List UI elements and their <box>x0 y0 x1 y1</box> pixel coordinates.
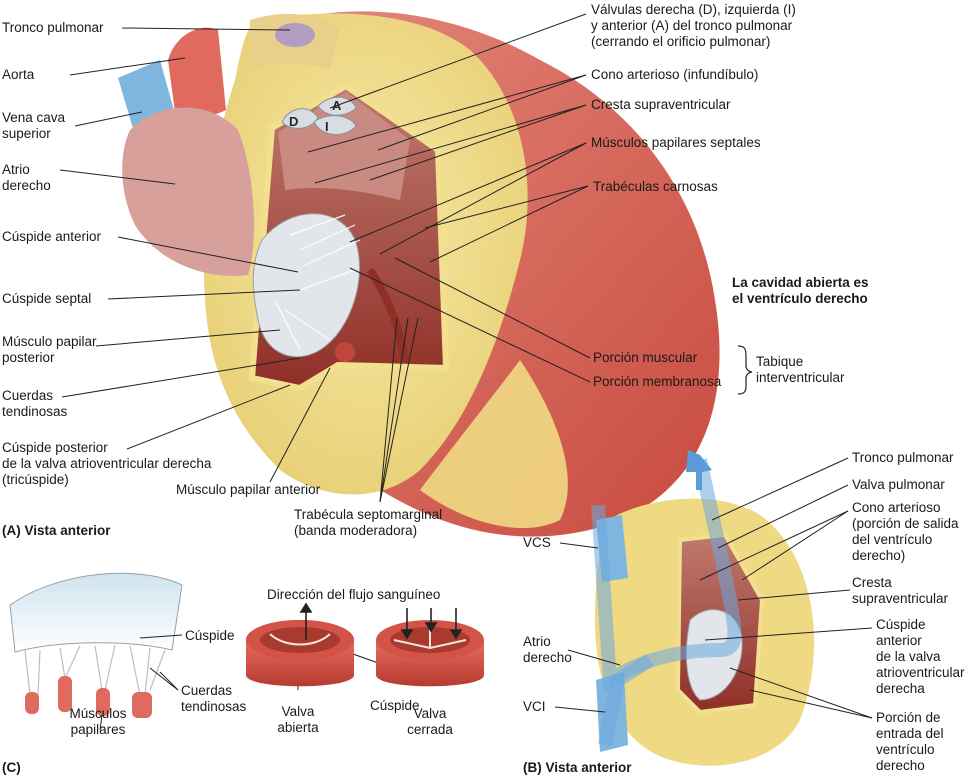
caption-panel-a: (A) Vista anterior <box>2 523 111 538</box>
label-vci: VCI <box>523 699 546 714</box>
label-cuspide-anterior: Cúspide anterior <box>2 229 102 244</box>
label-musculo-papilar-posterior: Músculo papilar posterior <box>2 334 97 365</box>
panel-b-flow-path-lower <box>598 654 654 747</box>
label-b-tronco-pulmonar: Tronco pulmonar <box>852 450 954 465</box>
right-atrium <box>122 107 254 276</box>
label-valvulas-tronco-pulmonar: Válvulas derecha (D), izquierda (I) y an… <box>591 2 796 49</box>
label-b-cono-arterioso: Cono arterioso (porción de salida del ve… <box>852 500 959 563</box>
caption-panel-c: (C) <box>2 760 21 775</box>
label-trabecula-septomarginal: Trabécula septomarginal (banda moderador… <box>294 507 443 538</box>
panel-b-flow-arrow <box>686 450 712 490</box>
label-aorta: Aorta <box>2 67 35 82</box>
valve-cusp-d <box>281 108 319 129</box>
aorta <box>168 27 226 118</box>
panel-c-papillary-3 <box>96 688 110 716</box>
flow-arrows <box>299 602 463 640</box>
panel-c-papillary-2 <box>58 676 72 712</box>
label-porcion-muscular: Porción muscular <box>593 350 698 365</box>
label-cono-arterioso: Cono arterioso (infundíbulo) <box>591 67 759 82</box>
label-b-atrio-derecho: Atrio derecho <box>523 634 572 665</box>
label-vena-cava-superior: Vena cava superior <box>2 110 66 141</box>
panel-a-leaders <box>59 13 753 503</box>
label-trabeculas-carnosas: Trabéculas carnosas <box>593 179 718 194</box>
panel-c-cusp-diagram <box>9 572 183 718</box>
label-c-cuerdas: Cuerdas tendinosas <box>181 683 247 714</box>
label-c-valva-cerrada: Valva cerrada <box>407 706 453 737</box>
valve-open <box>246 620 354 687</box>
tabique-brace <box>737 345 753 395</box>
label-tronco-pulmonar: Tronco pulmonar <box>2 20 104 35</box>
label-c-cuspide-small: Cúspide <box>370 698 420 713</box>
panel-c-cusp <box>9 572 183 653</box>
panel-c-papillary-4 <box>132 692 152 718</box>
label-b-cresta: Cresta supraventricular <box>852 575 949 606</box>
anterior-papillary-muscle <box>335 342 355 362</box>
panel-b-heart <box>591 450 815 766</box>
label-cresta-supraventricular: Cresta supraventricular <box>591 97 731 112</box>
label-b-cuspide-anterior: Cúspide anterior de la valva atrioventri… <box>876 617 965 696</box>
valve-cusp-i <box>313 115 357 135</box>
panel-c-chordae <box>24 644 166 696</box>
note-cavidad-abierta: La cavidad abierta es el ventrículo dere… <box>732 275 869 306</box>
panel-b-leaders <box>554 457 873 719</box>
panel-c-papillary-1 <box>25 692 39 714</box>
label-musculo-papilar-anterior: Músculo papilar anterior <box>176 482 321 497</box>
label-cuspide-septal: Cúspide septal <box>2 291 92 306</box>
label-c-cuspide: Cúspide <box>185 628 235 643</box>
pulmonary-trunk-top <box>275 23 315 47</box>
panel-a-heart: D A I <box>118 11 720 537</box>
label-c-musculos: Músculos papilares <box>69 706 127 737</box>
label-atrio-derecho: Atrio derecho <box>2 162 51 193</box>
label-cuerdas-tendinosas: Cuerdas tendinosas <box>2 388 68 419</box>
label-c-valva-abierta: Valva abierta <box>277 704 319 735</box>
epicardial-fat-apex <box>420 360 568 529</box>
label-vcs: VCS <box>523 535 551 550</box>
valve-mark-d: D <box>289 114 298 129</box>
label-c-direccion: Dirección del flujo sanguíneo <box>267 587 441 602</box>
caption-panel-b: (B) Vista anterior <box>523 760 632 775</box>
label-porcion-membranosa: Porción membranosa <box>593 374 722 389</box>
pulmonary-valve: D A I <box>281 96 357 135</box>
valve-mark-i: I <box>325 119 329 134</box>
label-cuspide-posterior: Cúspide posterior de la valva atrioventr… <box>2 440 212 487</box>
chordae-tendineae <box>274 214 361 351</box>
tricuspid-cusps <box>252 213 361 358</box>
label-tabique-interventricular: Tabique interventricular <box>756 354 845 385</box>
label-b-valva-pulmonar: Valva pulmonar <box>852 477 945 492</box>
label-b-porcion-entrada: Porción de entrada del ventrículo derech… <box>876 710 944 773</box>
label-musculos-papilares-septales: Músculos papilares septales <box>591 135 761 150</box>
